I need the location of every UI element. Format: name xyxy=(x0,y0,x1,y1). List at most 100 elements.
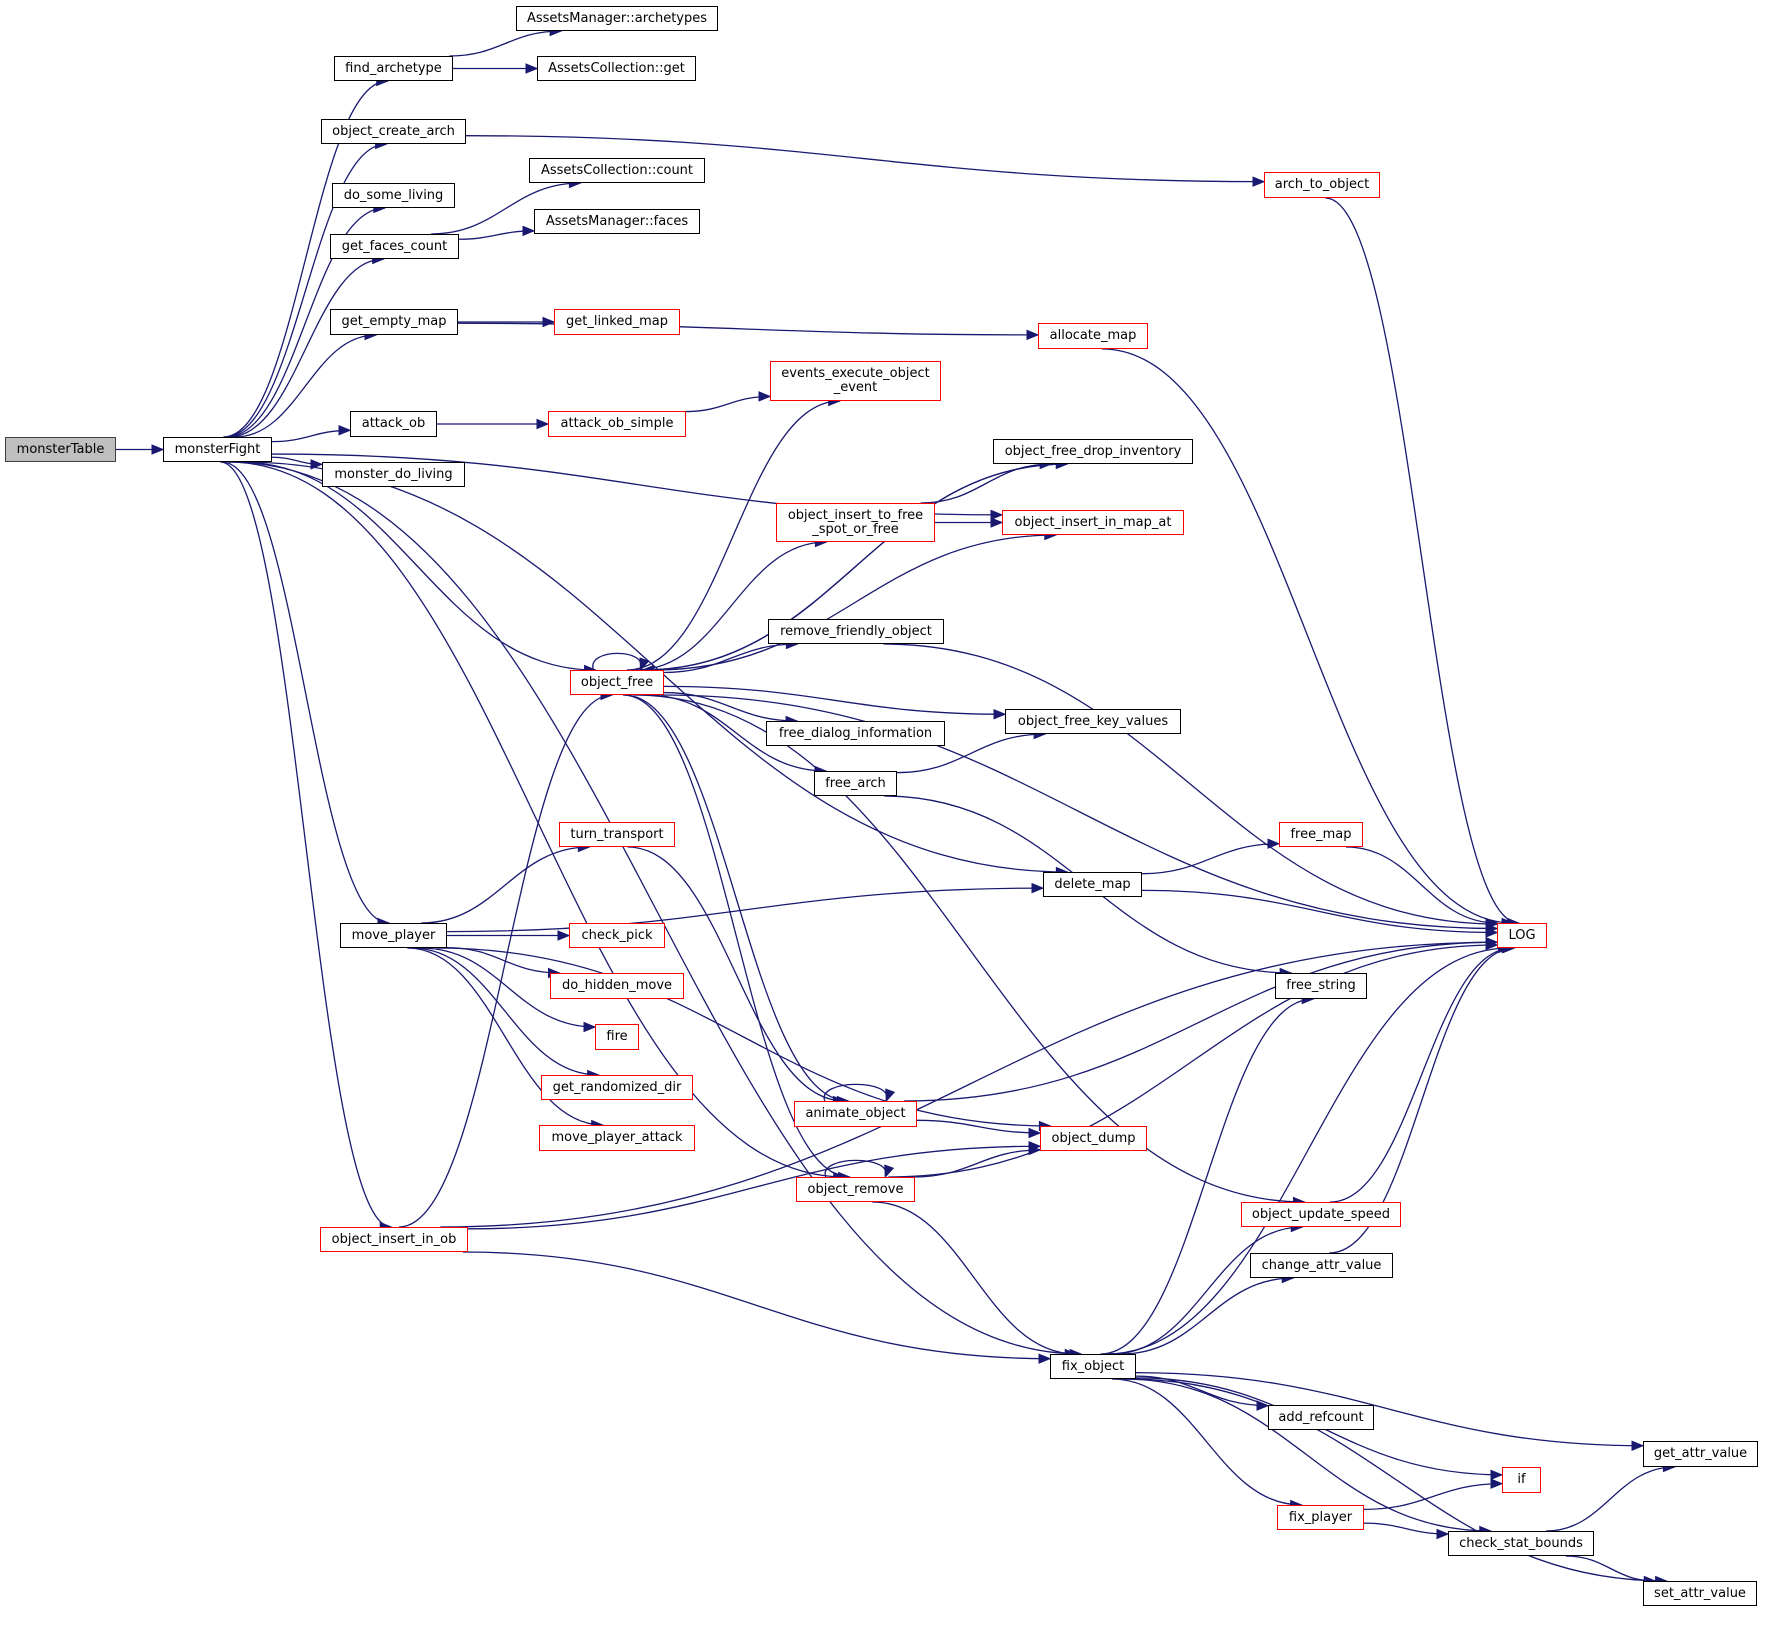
edge-delete_map-to-free_map xyxy=(1141,843,1280,875)
node-object-update-speed[interactable]: object_update_speed xyxy=(1241,1202,1401,1227)
node-add-refcount[interactable]: add_refcount xyxy=(1268,1405,1374,1430)
edge-move_player-to-fire xyxy=(421,947,596,1028)
node-check-pick[interactable]: check_pick xyxy=(569,923,665,948)
node-get-empty-map[interactable]: get_empty_map xyxy=(330,309,458,335)
edge-move_player-to-turn_transport xyxy=(421,846,590,924)
edge-object_free-to-object_free_key_values xyxy=(663,685,1006,715)
node-events-execute-object-event[interactable]: events_execute_object _event xyxy=(770,361,941,401)
node-allocate-map[interactable]: allocate_map xyxy=(1038,323,1148,349)
node-free-string[interactable]: free_string xyxy=(1275,973,1367,999)
edge-monsterFight-to-object_insert_in_ob xyxy=(220,461,392,1228)
edge-attack_ob-to-attack_ob_simple-arrowhead xyxy=(536,418,550,430)
node-object-insert-to-free-spot-or-free[interactable]: object_insert_to_free _spot_or_free xyxy=(776,503,935,542)
node-log[interactable]: LOG xyxy=(1497,923,1547,948)
node-object-create-arch[interactable]: object_create_arch xyxy=(321,119,466,144)
node-assetscollection-get[interactable]: AssetsCollection::get xyxy=(537,56,696,81)
node-object-insert-in-ob[interactable]: object_insert_in_ob xyxy=(320,1227,468,1252)
edge-move_player-to-get_randomized_dir xyxy=(411,947,599,1076)
node-attack-ob-simple[interactable]: attack_ob_simple xyxy=(548,411,686,437)
node-object-dump[interactable]: object_dump xyxy=(1040,1126,1147,1151)
edge-object_free-to-free_dialog_information xyxy=(663,691,798,722)
node-do-some-living[interactable]: do_some_living xyxy=(332,183,455,208)
edge-object_create_arch-to-arch_to_object-arrowhead xyxy=(1252,176,1266,187)
edge-fix_object-to-check_stat_bounds xyxy=(1123,1378,1491,1532)
node-move-player[interactable]: move_player xyxy=(340,923,447,948)
edge-delete_map-to-LOG-arrowhead xyxy=(1485,927,1499,938)
edge-object_insert_in_ob-to-fix_object xyxy=(462,1251,1051,1360)
edge-object_remove-to-fix_object xyxy=(872,1201,1077,1355)
edge-object_remove-to-LOG xyxy=(888,944,1498,1178)
node-assetsmanager-archetypes[interactable]: AssetsManager::archetypes xyxy=(516,6,718,31)
edge-object_free-to-object_remove xyxy=(622,694,850,1178)
node-get-linked-map[interactable]: get_linked_map xyxy=(554,309,680,335)
edge-monsterFight-to-do_some_living xyxy=(226,207,385,438)
edge-fix_object-to-change_attr_value xyxy=(1121,1277,1294,1355)
node-do-hidden-move[interactable]: do_hidden_move xyxy=(550,973,684,999)
edge-animate_object-to-animate_object-arrowhead xyxy=(885,1088,896,1103)
edge-monsterFight-to-attack_ob xyxy=(271,429,351,443)
node-change-attr-value[interactable]: change_attr_value xyxy=(1250,1253,1393,1278)
node-get-attr-value[interactable]: get_attr_value xyxy=(1643,1441,1758,1467)
node-monster-do-living[interactable]: monster_do_living xyxy=(322,462,465,487)
node-turn-transport[interactable]: turn_transport xyxy=(559,822,675,847)
node-object-remove[interactable]: object_remove xyxy=(796,1177,915,1202)
edge-find_archetype-to-AssetsCollection_get-arrowhead xyxy=(525,63,539,74)
edge-monsterFight-to-monster_do_living-arrowhead xyxy=(310,459,324,470)
node-free-map[interactable]: free_map xyxy=(1279,822,1363,847)
node-animate-object[interactable]: animate_object xyxy=(794,1101,917,1127)
node-fix-object[interactable]: fix_object xyxy=(1050,1354,1136,1379)
node-object-free-drop-inventory[interactable]: object_free_drop_inventory xyxy=(993,439,1193,464)
edge-turn_transport-to-animate_object xyxy=(627,846,845,1102)
edge-monsterFight-to-object_remove xyxy=(228,461,845,1178)
node-move-player-attack[interactable]: move_player_attack xyxy=(539,1125,695,1151)
edge-change_attr_value-to-LOG xyxy=(1329,947,1515,1254)
edge-object_free-to-events_execute_object_event xyxy=(626,400,840,671)
edge-fix_object-to-if-arrowhead xyxy=(1490,1469,1504,1481)
edge-fix_player-to-check_stat_bounds-arrowhead xyxy=(1436,1528,1450,1540)
node-monsterFight[interactable]: monsterFight xyxy=(163,437,272,462)
node-check-stat-bounds[interactable]: check_stat_bounds xyxy=(1448,1531,1594,1556)
node-object-free-key-values[interactable]: object_free_key_values xyxy=(1005,709,1181,734)
edge-object_remove-to-object_dump xyxy=(913,1149,1041,1178)
edge-object_update_speed-to-LOG xyxy=(1330,947,1513,1203)
node-get-faces-count[interactable]: get_faces_count xyxy=(330,234,459,259)
node-fire[interactable]: fire xyxy=(595,1024,639,1050)
edge-get_empty_map-to-allocate_map-arrowhead xyxy=(1026,329,1040,341)
edge-move_player-to-fire-arrowhead xyxy=(583,1021,597,1033)
node-attack-ob[interactable]: attack_ob xyxy=(350,411,437,437)
node-assetscollection-count[interactable]: AssetsCollection::count xyxy=(529,158,705,183)
edge-arch_to_object-to-LOG xyxy=(1325,197,1519,924)
node-if[interactable]: if xyxy=(1502,1467,1541,1493)
edge-object_insert_in_ob-to-LOG xyxy=(440,941,1498,1228)
edge-object_free-to-remove_friendly_object xyxy=(663,643,798,674)
node-fix-player[interactable]: fix_player xyxy=(1277,1505,1364,1530)
node-free-dialog-information[interactable]: free_dialog_information xyxy=(766,721,945,746)
edge-monsterFight-to-move_player xyxy=(222,461,389,924)
node-get-randomized-dir[interactable]: get_randomized_dir xyxy=(541,1075,693,1100)
edge-object_free_drop_inventory-to-object_free xyxy=(642,463,1068,671)
node-assetsmanager-faces[interactable]: AssetsManager::faces xyxy=(534,209,700,234)
node-free-arch[interactable]: free_arch xyxy=(814,771,897,796)
edge-monsterFight-to-get_faces_count xyxy=(228,258,384,438)
node-object-insert-in-map-at[interactable]: object_insert_in_map_at xyxy=(1002,510,1184,535)
node-find-archetype[interactable]: find_archetype xyxy=(334,56,453,81)
edge-fix_object-to-object_update_speed xyxy=(1111,1226,1303,1355)
edge-monsterFight-to-object_create_arch xyxy=(224,143,387,438)
edge-object_insert_to_free_spot_or_free-to-object_free_drop_inventory xyxy=(920,463,1052,504)
node-delete-map[interactable]: delete_map xyxy=(1043,872,1142,897)
node-arch-to-object[interactable]: arch_to_object xyxy=(1264,172,1380,198)
edge-object_free-to-object_free_key_values-arrowhead xyxy=(993,709,1007,720)
edge-get_empty_map-to-get_linked_map-arrowhead xyxy=(542,316,556,328)
node-object-free[interactable]: object_free xyxy=(570,670,664,695)
edge-find_archetype-to-AssetsManager_archetypes xyxy=(449,30,562,57)
edge-monsterFight-to-get_empty_map xyxy=(234,334,377,438)
edge-object_insert_to_free_spot_or_free-to-object_insert_in_map_at-arrowhead xyxy=(990,517,1004,528)
edge-free_map-to-LOG xyxy=(1345,846,1498,924)
edge-move_player-to-check_pick-arrowhead xyxy=(557,930,571,941)
node-remove-friendly-object[interactable]: remove_friendly_object xyxy=(768,619,944,644)
edge-move_player-to-object_dump xyxy=(436,947,1051,1127)
edge-monsterFight-to-find_archetype xyxy=(223,80,388,438)
edge-fix_object-to-add_refcount xyxy=(1135,1375,1269,1407)
edge-move_player-to-delete_map xyxy=(446,887,1044,933)
node-set-attr-value[interactable]: set_attr_value xyxy=(1643,1581,1757,1606)
